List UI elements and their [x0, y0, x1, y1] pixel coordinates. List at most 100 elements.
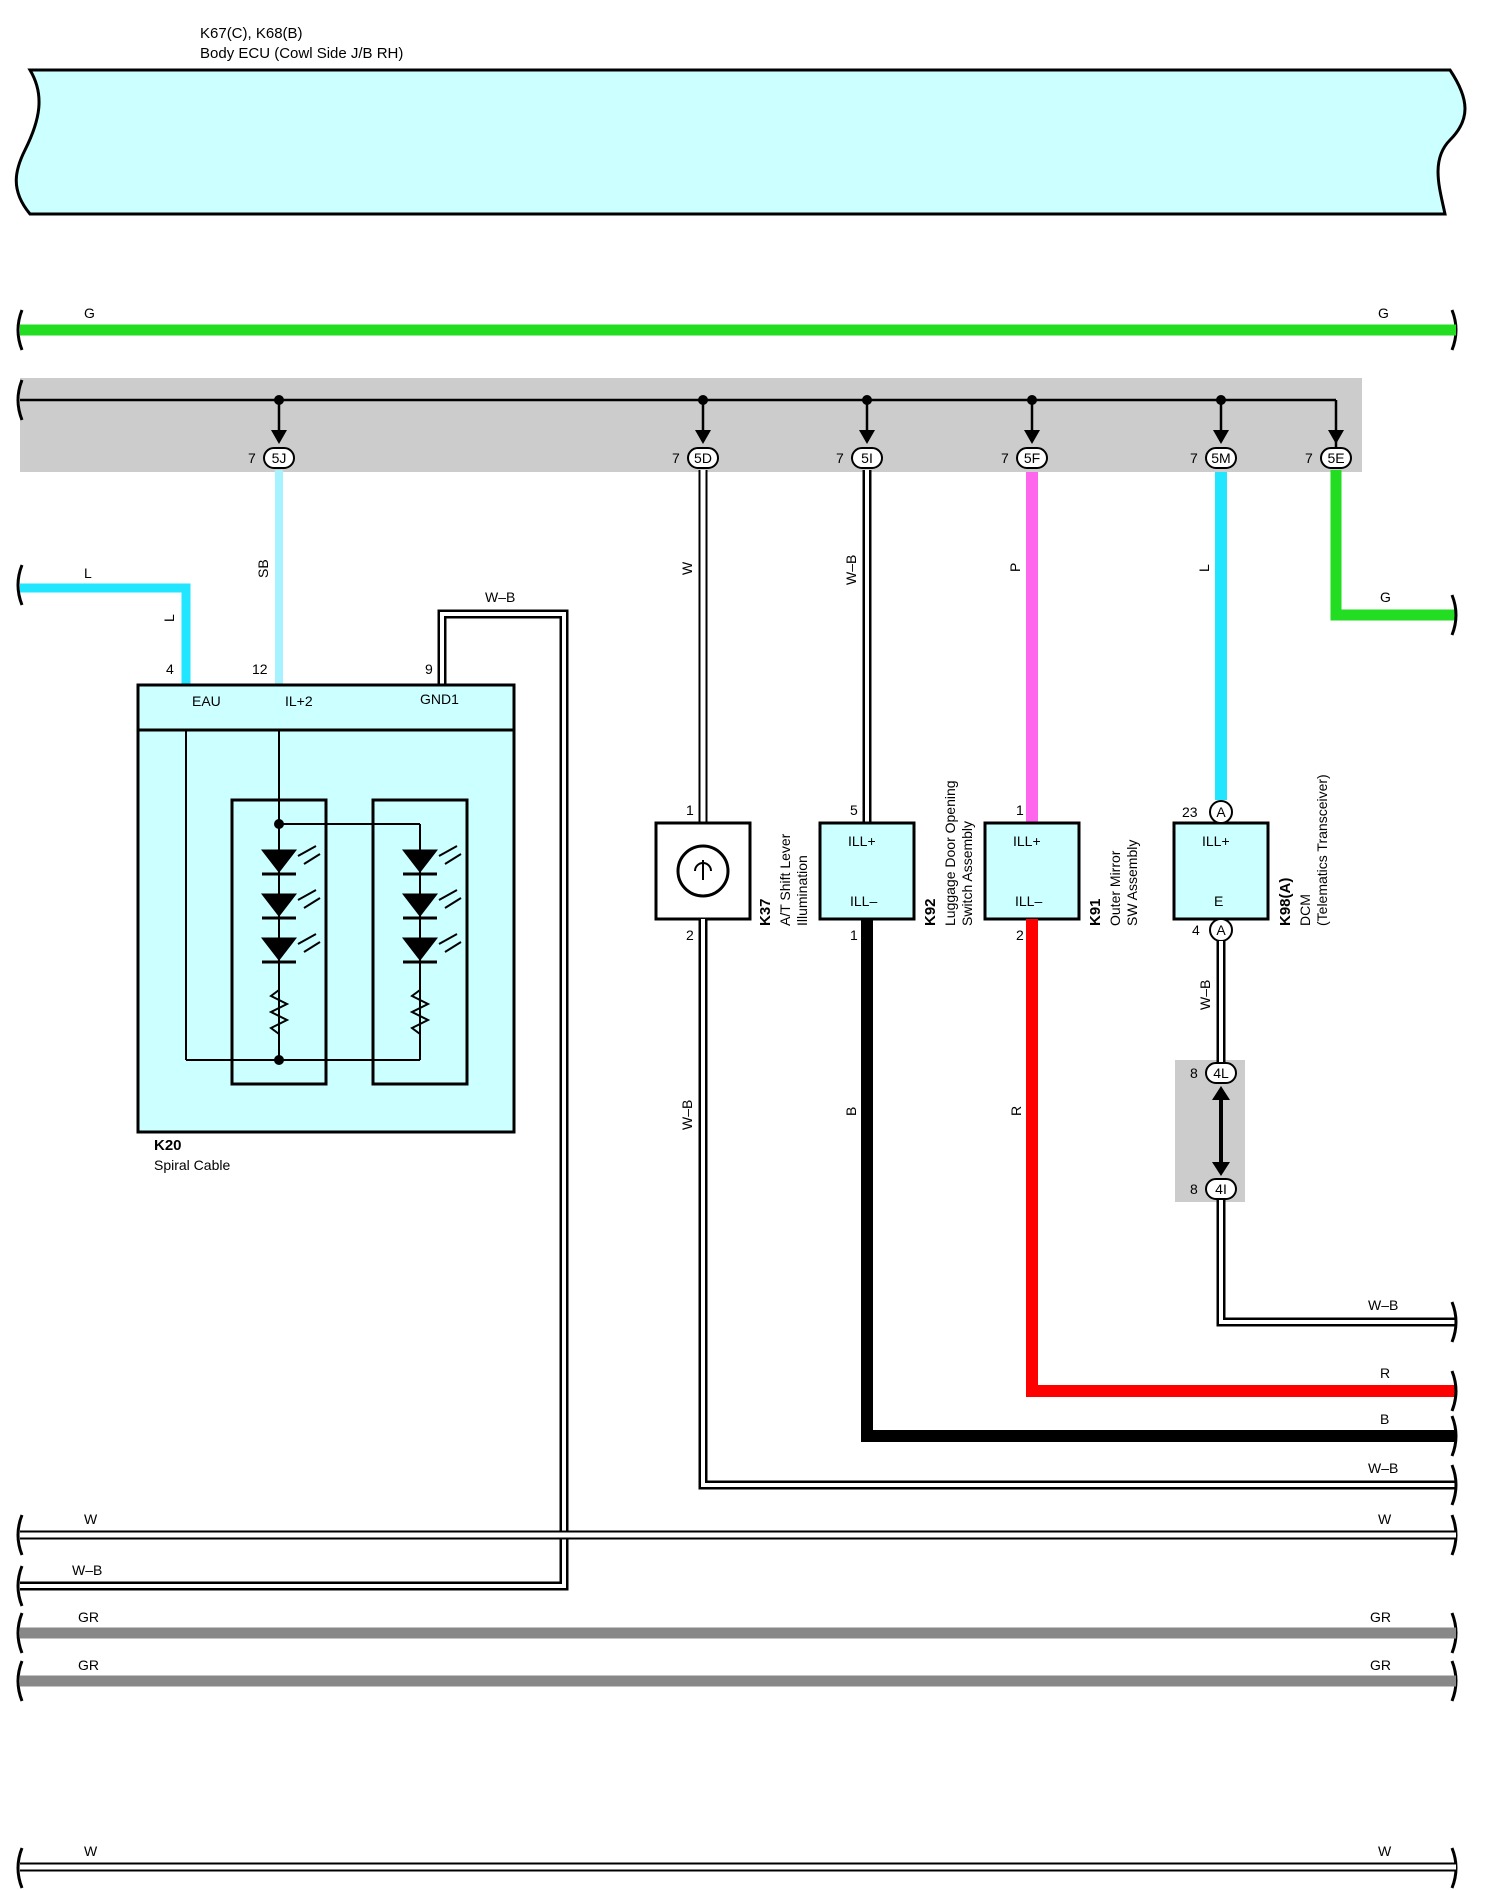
k20-led-icons-2	[401, 845, 462, 1035]
k37-shift-lever-illumination: 1 2 K37 A/T Shift Lever Illumination	[654, 802, 810, 943]
k92-pin-1: 1	[850, 927, 858, 943]
wire-wb-k20: W–B	[20, 589, 569, 1591]
k20-desc: Spiral Cable	[154, 1157, 230, 1173]
bus-gr-1-left-label: GR	[78, 1609, 99, 1625]
k20-terminal-il2: IL+2	[285, 693, 313, 709]
k91-pin-2: 2	[1016, 927, 1024, 943]
k37-desc2: Illumination	[794, 855, 810, 926]
wire-l-in-side-label: L	[161, 614, 177, 622]
wire-r: R R	[1008, 919, 1458, 1412]
k91-desc2: SW Assembly	[1124, 840, 1140, 926]
bus-w-2-left-label: W	[84, 1843, 98, 1859]
k20-spiral-cable: 4 12 9 EAU IL+2 GND1 K20	[136, 661, 516, 1173]
wire-wb-k20-label: W–B	[485, 589, 515, 605]
splice-5M: 5M 7	[1190, 395, 1237, 469]
junction-top-code: 4L	[1213, 1065, 1229, 1081]
junction-bottom-pin: 8	[1190, 1181, 1198, 1197]
bus-gr-2-left-label: GR	[78, 1657, 99, 1673]
k92-luggage-door-switch: ILL+ ILL– 5 1 K92 Luggage Door Opening S…	[818, 780, 975, 943]
right-exit-r-label: R	[1380, 1365, 1390, 1381]
bus-gr-1: GR GR	[16, 1609, 1458, 1654]
splice-5F-code: 5F	[1024, 450, 1040, 466]
splice-5I-code: 5I	[861, 450, 873, 466]
splice-band	[16, 378, 1362, 472]
right-exit-wb-1-label: W–B	[1368, 1297, 1398, 1313]
bus-g-right-label: G	[1378, 305, 1389, 321]
wire-sb-label: SB	[255, 559, 271, 578]
right-exit-b-label: B	[1380, 1411, 1389, 1427]
bus-g: G G	[16, 305, 1458, 351]
k98-connector-top-label: A	[1216, 804, 1226, 820]
splice-5I-pin: 7	[836, 450, 844, 466]
k91-pin-1: 1	[1016, 802, 1024, 818]
wire-l-in-top-label: L	[84, 565, 92, 581]
wire-r-label: R	[1008, 1106, 1024, 1116]
k37-pin-1: 1	[686, 802, 694, 818]
wire-wb-right-1: W–B	[1216, 1200, 1458, 1343]
splice-5E-pin: 7	[1305, 450, 1313, 466]
wire-wb-k92: W–B	[843, 470, 872, 823]
k92-pin-5: 5	[850, 802, 858, 818]
k37-desc1: A/T Shift Lever	[777, 833, 793, 926]
k91-terminal-ill-plus: ILL+	[1013, 833, 1041, 849]
wire-l-k98-label: L	[1196, 564, 1212, 572]
bus-gr-2: GR GR	[16, 1657, 1458, 1702]
splice-5J-code: 5J	[272, 450, 287, 466]
k91-name: K91	[1087, 898, 1104, 926]
k92-terminal-ill-plus: ILL+	[848, 833, 876, 849]
splice-5E-code: 5E	[1327, 450, 1344, 466]
k98-dcm: ILL+ E A A 23 4 K98(A) DCM (Telematics T…	[1172, 774, 1330, 942]
junction-4l-4i: 4L 8 4I 8 W–B	[1175, 941, 1245, 1202]
wire-l-in	[20, 583, 191, 685]
k92-terminal-ill-minus: ILL–	[850, 893, 877, 909]
junction-top-pin: 8	[1190, 1065, 1198, 1081]
k20-led-bank-2	[371, 798, 469, 1086]
bus-wb-left-label: W–B	[72, 1562, 102, 1578]
k37-name: K37	[757, 898, 774, 926]
k98-connector-top	[1209, 800, 1233, 824]
splice-5D: 5D 7	[672, 395, 719, 469]
body-ecu: K67(C), K68(B) Body ECU (Cowl Side J/B R…	[14, 25, 1467, 216]
splice-5M-pin: 7	[1190, 450, 1198, 466]
splice-5I: 5I 7	[836, 395, 883, 469]
splice-5J: 5J 7	[248, 395, 295, 469]
bus-w-1: W W	[16, 1511, 1458, 1556]
splice-5F: 5F 7	[1001, 395, 1048, 469]
k20-pin-4: 4	[166, 661, 174, 677]
splice-5M-code: 5M	[1211, 450, 1230, 466]
k98-terminal-ill-plus: ILL+	[1202, 833, 1230, 849]
k91-outer-mirror-switch: ILL+ ILL– 1 2 K91 Outer Mirror SW Assemb…	[983, 802, 1140, 943]
splice-5J-pin: 7	[248, 450, 256, 466]
splice-5D-code: 5D	[694, 450, 712, 466]
bus-w-1-left-label: W	[84, 1511, 98, 1527]
k98-pin-23: 23	[1182, 804, 1198, 820]
k98-pin-4: 4	[1192, 922, 1200, 938]
bus-w-1-right-label: W	[1378, 1511, 1392, 1527]
wire-g-right-label: G	[1380, 589, 1391, 605]
k98-desc1: DCM	[1297, 894, 1313, 926]
k20-pin-12: 12	[252, 661, 268, 677]
k98-terminal-e: E	[1214, 893, 1223, 909]
k98-name: K98(A)	[1277, 878, 1294, 926]
k92-desc2: Switch Assembly	[959, 821, 975, 926]
wire-w-k37-label: W	[679, 561, 695, 575]
k20-terminal-gnd1: GND1	[420, 691, 459, 707]
ecu-title: K67(C), K68(B)	[200, 25, 303, 42]
right-exit-wb-2-label: W–B	[1368, 1460, 1398, 1476]
k91-terminal-ill-minus: ILL–	[1015, 893, 1042, 909]
wire-b: B B	[843, 919, 1458, 1457]
k91-desc1: Outer Mirror	[1107, 850, 1123, 926]
splice-5F-pin: 7	[1001, 450, 1009, 466]
wire-wb-k37-label: W–B	[679, 1100, 695, 1130]
ecu-subtitle: Body ECU (Cowl Side J/B RH)	[200, 45, 403, 62]
junction-background	[1175, 1060, 1245, 1202]
wire-p-label: P	[1007, 563, 1023, 572]
ecu-box	[14, 68, 1467, 216]
splice-5E: 5E 7	[1305, 430, 1352, 469]
wire-g-right	[1330, 470, 1456, 621]
k98-desc2: (Telematics Transceiver)	[1314, 774, 1330, 926]
junction-bottom-code: 4I	[1215, 1181, 1227, 1197]
k92-name: K92	[922, 898, 939, 926]
bus-w-2-right-label: W	[1378, 1843, 1392, 1859]
